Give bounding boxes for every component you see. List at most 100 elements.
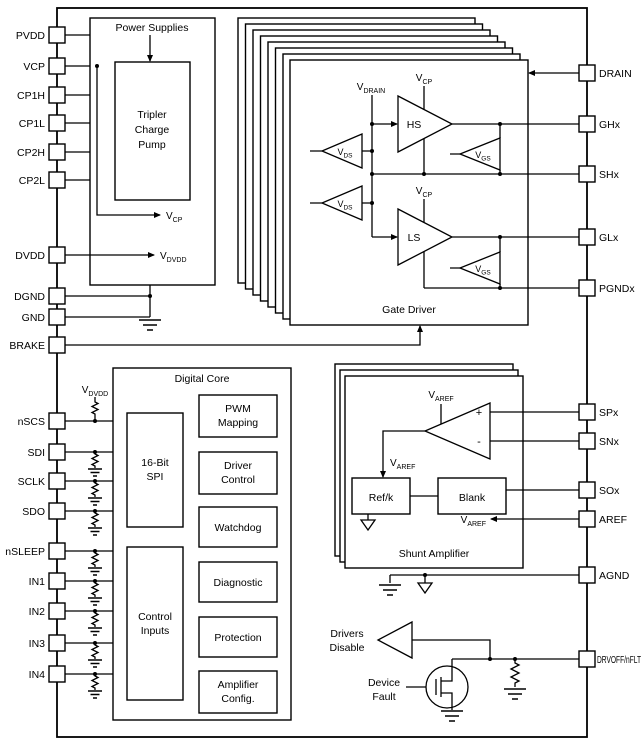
- charge-pump-label-2: Charge: [135, 124, 170, 136]
- pin-glx: [578, 228, 596, 246]
- varef-aref-label: VAREF: [461, 515, 486, 528]
- refk-input-arrow: [380, 430, 425, 478]
- pin-label-brake: BRAKE: [9, 340, 45, 352]
- pin-label-sdi: SDI: [27, 447, 45, 459]
- pin-cp1h: [48, 86, 66, 104]
- pin-label-nscs: nSCS: [18, 416, 45, 428]
- drivers-disable-triangle: [376, 620, 413, 660]
- driver-control-label-1: Driver: [224, 460, 253, 472]
- pin-label-sclk: SCLK: [18, 476, 45, 488]
- pin-label-aref: AREF: [599, 514, 627, 526]
- hs-driver-triangle: [397, 94, 454, 154]
- pin-label-snx: SNx: [599, 436, 620, 448]
- gate-driver-section: VDRAIN VCP VCP HS LS VDS VDS VGS VGS Gat…: [65, 17, 579, 346]
- pin-cp2h: [48, 143, 66, 161]
- pin-dgnd: [48, 287, 66, 305]
- shunt-amplifier-title: Shunt Amplifier: [399, 548, 470, 560]
- pin-label-in4: IN4: [29, 669, 46, 681]
- shunt-opamp-triangle: [423, 402, 491, 460]
- pin-sdo: [48, 502, 66, 520]
- pin-sdi: [48, 443, 66, 461]
- watchdog-label: Watchdog: [215, 522, 262, 534]
- pin-label-shx: SHx: [599, 169, 620, 181]
- pin-in1: [48, 572, 66, 590]
- pin-label-drvoff-nflt: DRVOFF/nFLT: [597, 654, 641, 666]
- fault-section: Drivers Disable Device Fault: [329, 620, 579, 722]
- varef-opamp-label: VAREF: [428, 390, 453, 403]
- pin-cp2l: [48, 171, 66, 189]
- pin-pgndx: [578, 279, 596, 297]
- pin-label-dgnd: DGND: [14, 291, 45, 303]
- vds-monitor-hs-triangle: [320, 133, 363, 169]
- pin-sox: [578, 481, 596, 499]
- agnd-ground-symbol: [378, 584, 402, 596]
- pin-sclk: [48, 472, 66, 490]
- pin-label-in2: IN2: [29, 606, 46, 618]
- power-ground-symbol: [138, 319, 162, 331]
- amplifier-config-box: [198, 670, 278, 714]
- fault-mosfet-symbol: [435, 659, 453, 710]
- pin-snx: [578, 432, 596, 450]
- pin-label-glx: GLx: [599, 232, 619, 244]
- shunt-junction-dots: [423, 573, 427, 577]
- pin-label-sdo: SDO: [22, 506, 45, 518]
- agnd-analog-ground-symbol: [417, 582, 433, 594]
- blank-label: Blank: [459, 492, 486, 504]
- protection-box: [198, 616, 278, 658]
- vdvdd-pullup-label: VDVDD: [82, 385, 109, 398]
- brake-arrow: [65, 325, 423, 346]
- pin-agnd: [578, 566, 596, 584]
- charge-pump-label-1: Tripler: [137, 109, 167, 121]
- pin-label-nsleep: nSLEEP: [5, 546, 45, 558]
- pin-label-drain: DRAIN: [599, 68, 632, 80]
- pin-cp1l: [48, 114, 66, 132]
- pin-label-cp1l: CP1L: [19, 118, 45, 130]
- pin-label-gnd: GND: [22, 312, 46, 324]
- digital-core-title: Digital Core: [175, 373, 230, 385]
- left-pins: PVDD VCP CP1H CP1L CP2H CP2L DVDD DGND G…: [5, 26, 66, 683]
- drivers-disable-label-2: Disable: [329, 642, 364, 654]
- drivers-disable-label-1: Drivers: [330, 628, 363, 640]
- pin-label-spx: SPx: [599, 407, 619, 419]
- pwm-mapping-label-1: PWM: [225, 403, 251, 415]
- driver-control-label-2: Control: [221, 474, 255, 486]
- ls-label: LS: [408, 232, 421, 244]
- digital-junction-dots: [93, 419, 97, 676]
- vgs-hs-label: VGS: [475, 150, 491, 163]
- pin-label-ghx: GHx: [599, 119, 621, 131]
- pin-label-agnd: AGND: [599, 570, 630, 582]
- pin-label-sox: SOx: [599, 485, 620, 497]
- charge-pump-box: [114, 61, 191, 201]
- pin-label-pvdd: PVDD: [16, 30, 46, 42]
- vgs-monitor-hs-triangle: [458, 137, 501, 171]
- opamp-plus-label: +: [476, 407, 482, 419]
- amplifier-config-label-2: Config.: [221, 693, 254, 705]
- pin-vcp: [48, 57, 66, 75]
- pin-drain: [578, 64, 596, 82]
- pin-in2: [48, 602, 66, 620]
- vds-monitor-ls-triangle: [320, 185, 363, 221]
- varef-refk-label: VAREF: [390, 458, 415, 471]
- amplifier-config-label-1: Amplifier: [218, 679, 259, 691]
- pin-in3: [48, 634, 66, 652]
- vgs-ls-label: VGS: [475, 264, 491, 277]
- vds-ls-label: VDS: [337, 199, 353, 212]
- vcp-hs-label: VCP: [416, 73, 433, 86]
- spi-label-1: 16-Bit: [141, 457, 169, 469]
- pin-label-vcp: VCP: [23, 61, 45, 73]
- protection-label: Protection: [214, 632, 261, 644]
- pin-ghx: [578, 115, 596, 133]
- ls-driver-triangle: [397, 207, 454, 267]
- refk-box: [351, 477, 411, 515]
- power-junction-dots: [95, 64, 152, 298]
- pin-brake: [48, 336, 66, 354]
- gate-driver-title: Gate Driver: [382, 304, 436, 316]
- control-inputs-label-2: Inputs: [141, 625, 170, 637]
- gate-driver-front-box: [289, 59, 529, 326]
- vdvdd-rail-label: VDVDD: [160, 251, 187, 264]
- charge-pump-label-3: Pump: [138, 139, 166, 151]
- diagnostic-box: [198, 561, 278, 603]
- vcp-out-arrow: [96, 66, 161, 218]
- mosfet-ground-symbol: [440, 710, 464, 722]
- spi-box: [126, 412, 184, 528]
